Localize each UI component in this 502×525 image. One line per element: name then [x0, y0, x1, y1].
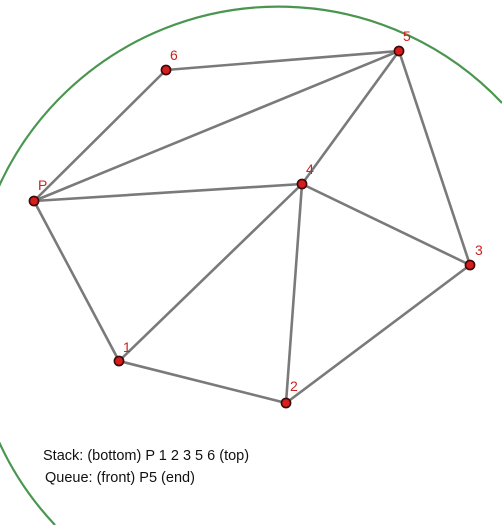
node-label-1: 1: [123, 339, 131, 355]
edge-4-3: [300, 182, 472, 267]
circumcircle-arc: [0, 5, 502, 525]
edge-P-5: [32, 49, 401, 203]
node-label-6: 6: [170, 47, 178, 63]
node-1[interactable]: [113, 355, 125, 367]
node-label-2: 2: [290, 378, 298, 394]
edge-4-2: [284, 182, 304, 405]
node-6[interactable]: [160, 64, 172, 76]
edge-6-5: [164, 49, 401, 72]
edge-5-4: [300, 49, 401, 186]
edges-layer: [32, 49, 472, 405]
edge-4-1: [117, 182, 304, 363]
edge-P-1: [32, 199, 121, 363]
node-P[interactable]: [28, 195, 40, 207]
node-label-3: 3: [475, 242, 483, 258]
edge-P-4: [32, 182, 304, 203]
stack-status: Stack: (bottom) P 1 2 3 5 6 (top): [43, 448, 250, 464]
queue-status: Queue: (front) P5 (end): [45, 470, 195, 486]
node-2[interactable]: [280, 397, 292, 409]
edge-2-3: [284, 263, 472, 405]
node-4[interactable]: [296, 178, 308, 190]
node-label-5: 5: [403, 28, 411, 44]
node-5[interactable]: [393, 45, 405, 57]
node-label-4: 4: [306, 161, 314, 177]
node-3[interactable]: [464, 259, 476, 271]
edge-5-3: [397, 49, 472, 267]
edge-1-2: [117, 359, 288, 405]
labels-layer: P 1 2 3 4 5 6: [38, 28, 483, 394]
node-label-P: P: [38, 177, 47, 193]
edge-P-6: [32, 68, 168, 203]
nodes-layer: [28, 45, 476, 409]
